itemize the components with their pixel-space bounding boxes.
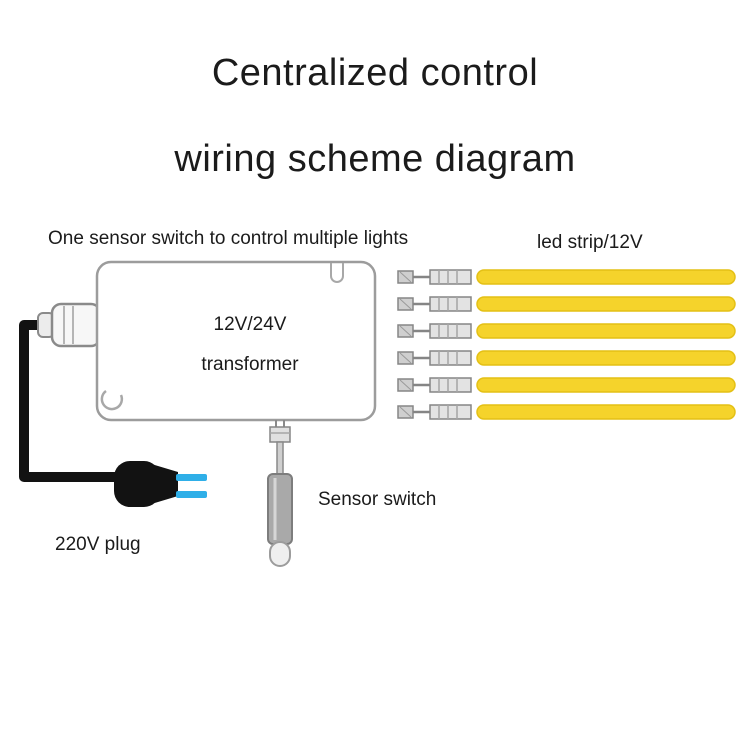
pin-detail xyxy=(399,352,412,364)
transformer-label-line1: 12V/24V xyxy=(213,314,287,335)
strip-connector xyxy=(429,323,472,339)
connector-barrel xyxy=(50,302,102,348)
sensor-switch-label: Sensor switch xyxy=(318,489,437,510)
transformer-box xyxy=(95,260,377,422)
page-title-line1: Centralized control xyxy=(211,52,539,94)
power-plug xyxy=(114,461,207,507)
subtitle-caption: One sensor switch to control multiple li… xyxy=(48,228,409,249)
led-strip-row xyxy=(397,350,736,366)
led-strip xyxy=(476,323,736,339)
sensor-switch xyxy=(267,420,293,567)
sensor-body xyxy=(267,473,293,545)
pin-detail xyxy=(399,379,412,391)
mounting-hook xyxy=(100,389,124,411)
led-strip xyxy=(476,296,736,312)
led-strip-row xyxy=(397,269,736,285)
pin-detail xyxy=(399,298,412,310)
sensor-stem xyxy=(276,441,284,475)
page-title-line2: wiring scheme diagram xyxy=(174,138,576,180)
transformer-label-line2: transformer xyxy=(201,354,299,375)
strip-connector xyxy=(429,269,472,285)
sensor-tip xyxy=(269,541,291,567)
pin-detail xyxy=(399,325,412,337)
strip-connector xyxy=(429,296,472,312)
strip-connector xyxy=(429,350,472,366)
led-strip-rows xyxy=(397,269,736,420)
plug-nose xyxy=(148,463,178,505)
led-strip-row xyxy=(397,404,736,420)
led-strip-label: led strip/12V xyxy=(537,232,643,253)
led-strip xyxy=(476,350,736,366)
plug-label: 220V plug xyxy=(55,534,141,555)
strip-connector xyxy=(429,404,472,420)
led-strip-row xyxy=(397,323,736,339)
pin-detail xyxy=(399,406,412,418)
transformer-outline xyxy=(95,260,377,422)
led-strip xyxy=(476,404,736,420)
strip-connector xyxy=(429,377,472,393)
dc-input-connector xyxy=(37,302,102,348)
plug-prong-top xyxy=(176,474,207,481)
mains-wire xyxy=(19,320,120,482)
plug-prong-bottom xyxy=(176,491,207,498)
pin-detail xyxy=(399,271,412,283)
led-strip xyxy=(476,269,736,285)
led-strip xyxy=(476,377,736,393)
sensor-connector xyxy=(269,426,291,443)
led-strip-row xyxy=(397,377,736,393)
mounting-slot xyxy=(330,263,344,283)
led-strip-row xyxy=(397,296,736,312)
